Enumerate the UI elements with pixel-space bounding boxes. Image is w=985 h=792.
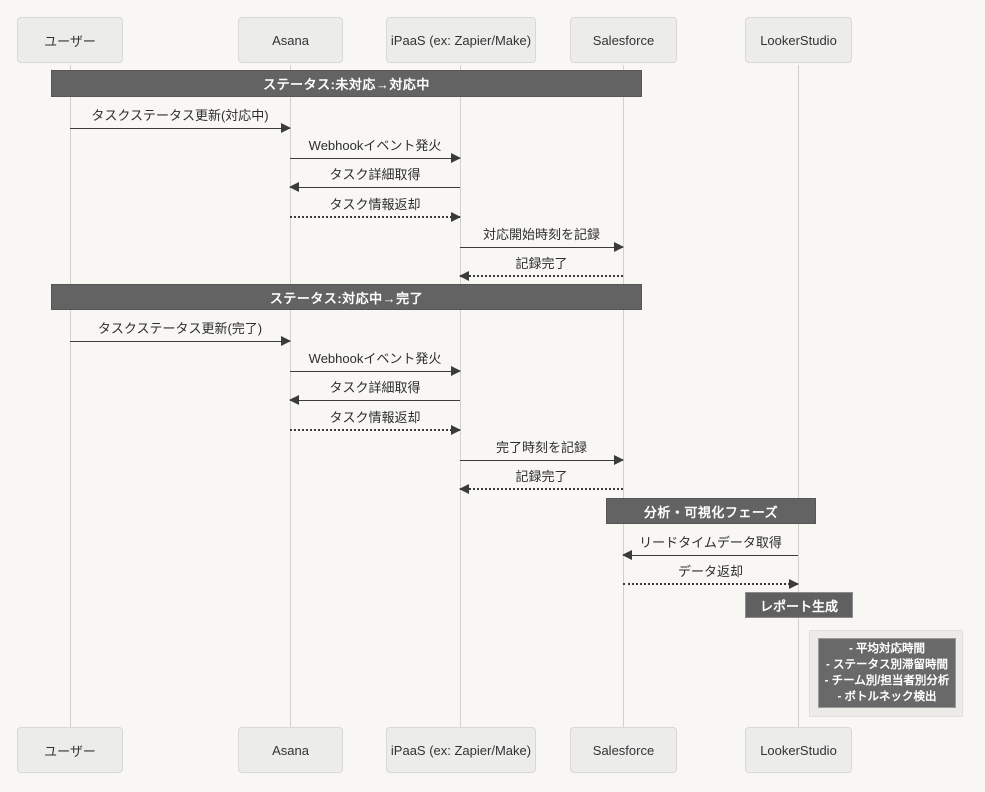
lifeline-lookerstudio: [798, 65, 799, 727]
report-generation-box: レポート生成: [745, 592, 853, 618]
message-label: タスク情報返却: [329, 197, 421, 212]
message-line: [70, 123, 291, 133]
message-label: 記録完了: [515, 256, 568, 271]
message-label: Webhookイベント発火: [308, 138, 442, 153]
message-row: タスク詳細取得: [289, 164, 460, 192]
message-row: タスク情報返却: [290, 194, 461, 222]
message-row: タスク詳細取得: [289, 377, 460, 405]
arrowhead-icon: [459, 484, 469, 494]
message-row: 記録完了: [459, 253, 623, 281]
note-content: - 平均対応時間 - ステータス別滞留時間 - チーム別/担当者別分析 - ボト…: [818, 638, 956, 708]
actor-ipaas-bottom: iPaaS (ex: Zapier/Make): [386, 727, 536, 773]
message-label: 完了時刻を記録: [495, 440, 587, 455]
message-line: [459, 271, 623, 281]
message-label: タスク情報返却: [329, 410, 421, 425]
message-row: 対応開始時刻を記録: [460, 224, 624, 252]
lifeline-salesforce: [623, 65, 624, 727]
message-label: タスク詳細取得: [329, 167, 421, 182]
message-line: [290, 212, 461, 222]
phase-band-analysis: 分析・可視化フェーズ: [606, 498, 816, 524]
arrowhead-icon: [614, 242, 624, 252]
message-line: [290, 366, 461, 376]
phase-band-status-1: ステータス:未対応→対応中: [51, 70, 642, 97]
message-row: Webhookイベント発火: [290, 348, 461, 376]
message-line: [289, 182, 460, 192]
arrowhead-icon: [451, 425, 461, 435]
message-label: リードタイムデータ取得: [639, 535, 782, 550]
actor-salesforce-top: Salesforce: [570, 17, 677, 63]
arrowhead-icon: [451, 212, 461, 222]
actor-lookerstudio-bottom: LookerStudio: [745, 727, 852, 773]
arrowhead-icon: [281, 336, 291, 346]
arrowhead-icon: [281, 123, 291, 133]
arrowhead-icon: [614, 455, 624, 465]
note-line: - ステータス別滞留時間: [825, 659, 949, 671]
actor-salesforce-bottom: Salesforce: [570, 727, 677, 773]
message-line: [623, 579, 799, 589]
actor-lookerstudio-top: LookerStudio: [745, 17, 852, 63]
message-row: リードタイムデータ取得: [622, 532, 798, 560]
message-label: タスク詳細取得: [329, 380, 421, 395]
arrowhead-icon: [459, 271, 469, 281]
message-label: 記録完了: [515, 469, 568, 484]
message-line: [290, 153, 461, 163]
actor-user-top: ユーザー: [17, 17, 123, 63]
arrowhead-icon: [451, 366, 461, 376]
message-line: [289, 395, 460, 405]
arrowhead-icon: [289, 182, 299, 192]
message-row: データ返却: [623, 561, 799, 589]
arrowhead-icon: [451, 153, 461, 163]
message-row: Webhookイベント発火: [290, 135, 461, 163]
message-line: [459, 484, 623, 494]
message-label: データ返却: [677, 564, 743, 579]
message-line: [70, 336, 291, 346]
lifeline-ipaas: [460, 65, 461, 727]
arrowhead-icon: [622, 550, 632, 560]
message-row: 完了時刻を記録: [460, 437, 624, 465]
actor-ipaas-top: iPaaS (ex: Zapier/Make): [386, 17, 536, 63]
message-label: タスクステータス更新(完了): [97, 321, 263, 336]
note-line: - チーム別/担当者別分析: [824, 675, 950, 687]
message-row: タスク情報返却: [290, 407, 461, 435]
lifeline-user: [70, 65, 71, 727]
message-line: [622, 550, 798, 560]
message-label: 対応開始時刻を記録: [482, 227, 600, 242]
message-row: タスクステータス更新(完了): [70, 318, 291, 346]
arrowhead-icon: [289, 395, 299, 405]
actor-asana-bottom: Asana: [238, 727, 343, 773]
phase-band-status-2: ステータス:対応中→完了: [51, 284, 642, 310]
note-line: - ボトルネック検出: [837, 691, 937, 703]
message-line: [460, 455, 624, 465]
message-row: 記録完了: [459, 466, 623, 494]
actor-asana-top: Asana: [238, 17, 343, 63]
actor-user-bottom: ユーザー: [17, 727, 123, 773]
message-row: タスクステータス更新(対応中): [70, 105, 291, 133]
note-line: - 平均対応時間: [848, 643, 926, 655]
message-label: タスクステータス更新(対応中): [91, 108, 269, 123]
message-label: Webhookイベント発火: [308, 351, 442, 366]
message-line: [290, 425, 461, 435]
message-line: [460, 242, 624, 252]
arrowhead-icon: [789, 579, 799, 589]
